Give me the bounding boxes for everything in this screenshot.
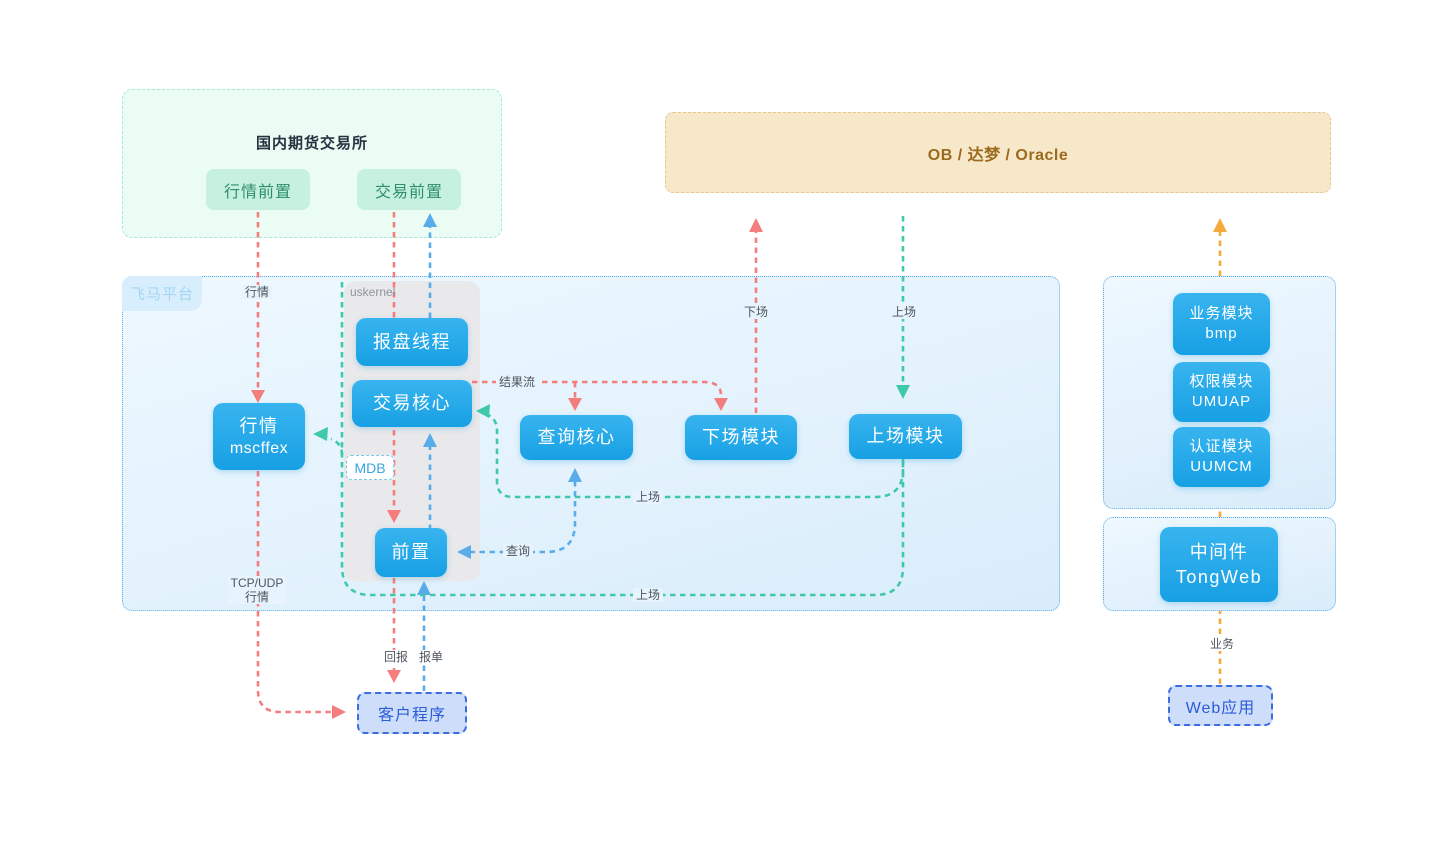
exchange-title: 国内期货交易所 xyxy=(255,135,368,152)
edge-label-tcp-udp-line1: TCP/UDP xyxy=(230,576,284,590)
middleware-line1: 中间件 xyxy=(1189,542,1249,563)
node-client-program: 客户程序 xyxy=(357,692,467,734)
edge-label-online-top: 上场 xyxy=(888,305,920,319)
edge-label-online-mid: 上场 xyxy=(632,490,664,504)
edge-label-report-back: 回报 xyxy=(380,650,412,664)
node-trade-front: 交易前置 xyxy=(357,169,461,210)
uskernel-label: uskernel xyxy=(350,285,396,299)
node-online-module: 上场模块 xyxy=(849,414,962,459)
node-auth-module: 认证模块 UUMCM xyxy=(1173,427,1270,487)
edge-label-offline: 下场 xyxy=(740,305,772,319)
node-quote-front: 行情前置 xyxy=(206,169,310,210)
node-quote-line2: mscffex xyxy=(229,439,289,457)
auth-module-line1: 认证模块 xyxy=(1189,437,1254,455)
database-title: OB / 达梦 / Oracle xyxy=(927,146,1069,164)
edge-label-business: 业务 xyxy=(1206,637,1238,651)
middleware-line2: TongWeb xyxy=(1175,566,1263,587)
edge-label-order-submit: 报单 xyxy=(415,650,447,664)
node-query-core: 查询核心 xyxy=(520,415,633,460)
node-offline-module: 下场模块 xyxy=(685,415,797,460)
edge-label-result-flow: 结果流 xyxy=(495,375,539,389)
edge-label-query: 查询 xyxy=(502,544,534,558)
node-quote-line1: 行情 xyxy=(239,415,279,436)
database-bar: OB / 达梦 / Oracle xyxy=(665,112,1331,193)
mdb-label: MDB xyxy=(346,455,394,480)
edge-label-online-bottom: 上场 xyxy=(632,588,664,602)
permission-module-line2: UMUAP xyxy=(1191,393,1252,410)
edge-label-tcp-udp-line2: 行情 xyxy=(244,590,270,604)
platform-badge: 飞马平台 xyxy=(122,276,202,311)
node-quote-mscffex: 行情 mscffex xyxy=(213,403,305,470)
node-web-app: Web应用 xyxy=(1168,685,1273,726)
business-module-line1: 业务模块 xyxy=(1189,304,1254,322)
node-trade-core: 交易核心 xyxy=(352,380,472,427)
node-order-thread: 报盘线程 xyxy=(356,318,468,366)
node-business-module: 业务模块 bmp xyxy=(1173,293,1270,355)
node-permission-module: 权限模块 UMUAP xyxy=(1173,362,1270,422)
edge-label-quote: 行情 xyxy=(241,285,273,299)
permission-module-line1: 权限模块 xyxy=(1189,372,1254,390)
exchange-container: 国内期货交易所 xyxy=(122,89,502,238)
auth-module-line2: UUMCM xyxy=(1190,458,1253,475)
node-middleware: 中间件 TongWeb xyxy=(1160,527,1278,602)
node-front: 前置 xyxy=(375,528,447,577)
business-module-line2: bmp xyxy=(1205,325,1238,342)
